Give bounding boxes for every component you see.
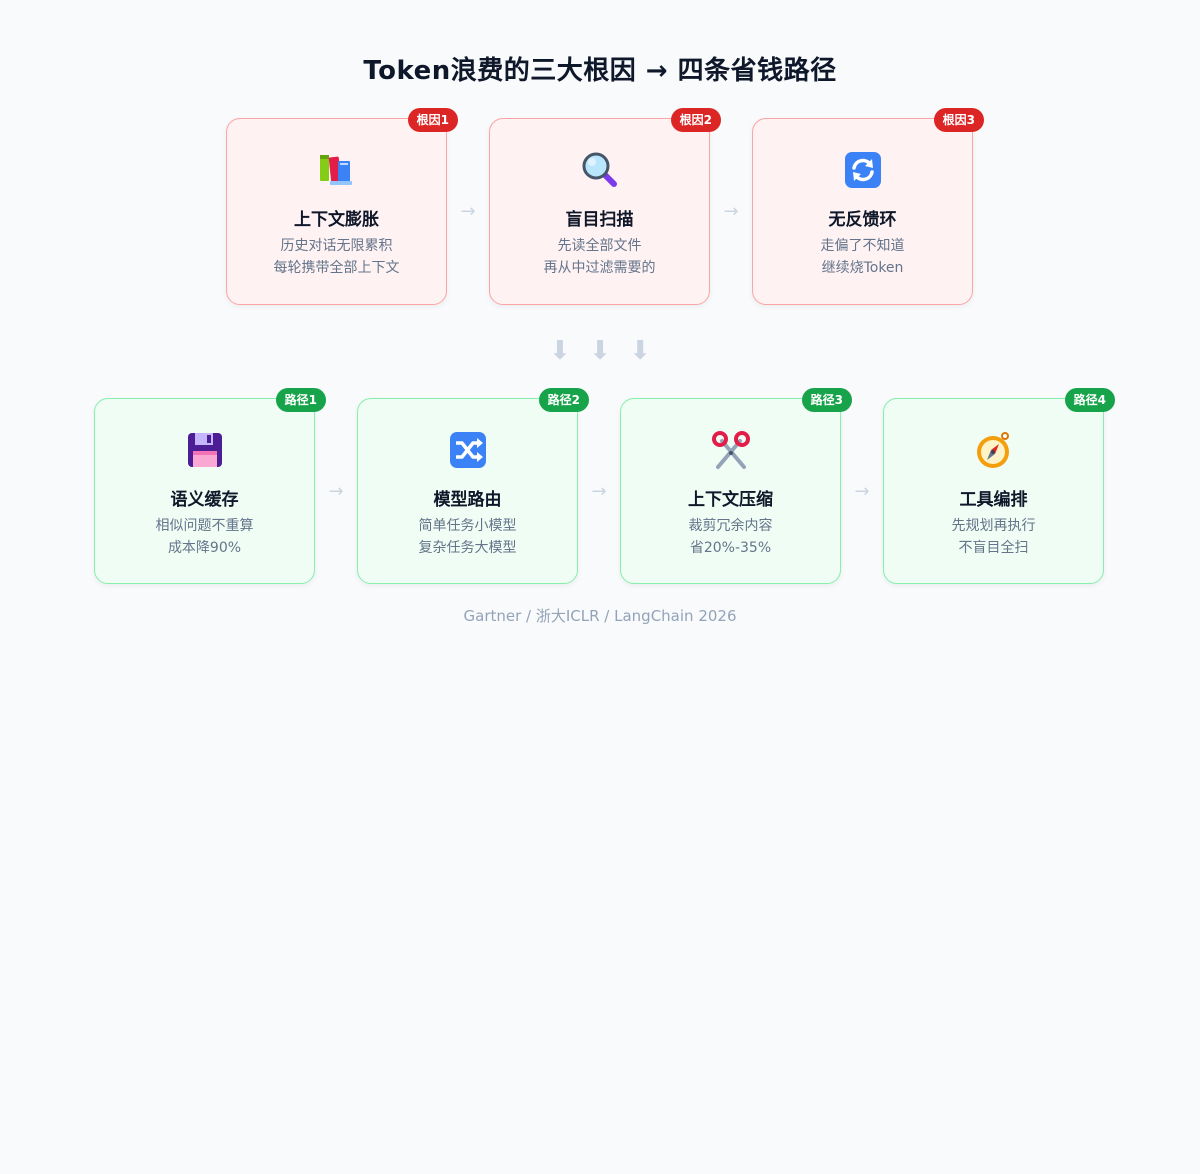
path-title: 语义缓存	[170, 490, 239, 510]
cause-title: 上下文膨胀	[294, 210, 379, 230]
down-arrow-icon: ⬇	[629, 336, 651, 366]
path-description-line: 裁剪冗余内容	[688, 518, 773, 534]
down-arrow-icon: ⬇	[589, 336, 611, 366]
right-arrow-icon: →	[328, 480, 344, 502]
floppy-disk-icon	[184, 429, 226, 471]
causes-row: 根因1 上下文膨胀 历史对话无限累积 每轮携带全部上下文 → 根因2	[226, 108, 984, 305]
cause-badge: 根因3	[933, 108, 984, 132]
cause-description-line: 先读全部文件	[557, 238, 642, 254]
paths-row: 路径1 语义缓存 相似问题不重算 成本降90% → 路径2	[94, 388, 1115, 584]
scissors-icon	[710, 429, 752, 471]
diagram-title: Token浪费的三大根因 → 四条省钱路径	[363, 56, 837, 86]
cause-badge: 根因1	[407, 108, 458, 132]
books-icon	[316, 149, 358, 191]
cause-description-line: 历史对话无限累积	[280, 238, 393, 254]
path-title: 模型路由	[433, 490, 502, 510]
cause-description-line: 再从中过滤需要的	[543, 260, 656, 276]
cause-description-line: 继续烧Token	[821, 260, 904, 276]
path-badge: 路径1	[275, 388, 326, 412]
source-caption: Gartner / 浙大ICLR / LangChain 2026	[463, 607, 737, 625]
path-title: 上下文压缩	[688, 490, 773, 510]
cause-description-line: 走偏了不知道	[820, 238, 905, 254]
path-card-4: 路径4 工具编排 先规划再执行 不盲目全扫	[883, 388, 1115, 584]
path-description-line: 相似问题不重算	[155, 518, 254, 534]
cause-card-2: 根因2 盲目扫描 先读全部文件 再从中过滤需要的	[489, 108, 721, 305]
refresh-icon	[842, 149, 884, 191]
right-arrow-icon: →	[460, 201, 476, 222]
path-description-line: 复杂任务大模型	[418, 540, 517, 556]
right-arrow-icon: →	[854, 480, 870, 502]
right-arrow-icon: →	[591, 480, 607, 502]
path-badge: 路径4	[1064, 388, 1115, 412]
path-card-2: 路径2 模型路由 简单任务小模型 复杂任务大模型	[357, 388, 589, 584]
path-description-line: 简单任务小模型	[418, 518, 517, 534]
right-arrow-icon: →	[723, 201, 739, 222]
cause-title: 盲目扫描	[565, 210, 634, 230]
down-arrow-icon: ⬇	[549, 336, 571, 366]
path-card-3: 路径3 上下文压缩 裁剪冗余内容 省20%-35%	[620, 388, 852, 584]
path-title: 工具编排	[959, 490, 1028, 510]
path-description-line: 不盲目全扫	[958, 540, 1029, 556]
cause-card-1: 根因1 上下文膨胀 历史对话无限累积 每轮携带全部上下文	[226, 108, 458, 305]
cause-description-line: 每轮携带全部上下文	[273, 260, 400, 276]
shuffle-icon	[447, 429, 489, 471]
path-description-line: 省20%-35%	[689, 540, 772, 556]
down-arrows: ⬇ ⬇ ⬇	[0, 336, 1200, 366]
magnifier-icon	[579, 149, 621, 191]
path-description-line: 先规划再执行	[951, 518, 1036, 534]
compass-icon	[973, 429, 1015, 471]
path-description-line: 成本降90%	[167, 540, 242, 556]
cause-title: 无反馈环	[828, 210, 897, 230]
cause-badge: 根因2	[670, 108, 721, 132]
path-badge: 路径2	[538, 388, 589, 412]
cause-card-3: 根因3 无反馈环 走偏了不知道 继续烧Token	[752, 108, 984, 305]
path-badge: 路径3	[801, 388, 852, 412]
path-card-1: 路径1 语义缓存 相似问题不重算 成本降90%	[94, 388, 326, 584]
